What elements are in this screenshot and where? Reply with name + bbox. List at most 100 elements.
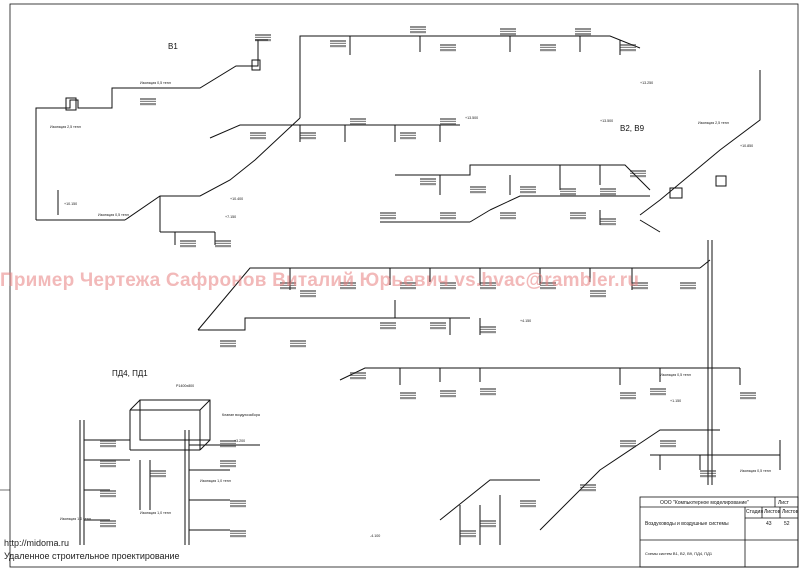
insulation-note: Изоляция 1,0 тепл: [140, 511, 171, 515]
dimension-mark: [150, 470, 166, 478]
elevation-mark: +7.150: [225, 215, 237, 219]
dimension-mark: [600, 188, 616, 196]
dimension-mark: [600, 218, 616, 226]
dimension-mark: [350, 372, 366, 380]
watermark: Пример Чертежа Сафронов Виталий Юрьевич …: [0, 270, 640, 291]
insulation-note: Изоляция 0,5 тепл: [660, 373, 691, 377]
dimension-mark: [230, 530, 246, 538]
dimension-mark: [632, 282, 648, 290]
insulation-note: Изоляция 1,0 тепл: [60, 517, 91, 521]
dimension-mark: [700, 470, 716, 478]
sheets-total-label: Листов: [782, 509, 799, 515]
system-pd-label: ПД4, ПД1: [112, 369, 148, 378]
dimension-mark: [215, 240, 231, 248]
dimension-mark: [255, 34, 271, 42]
dimension-mark: [280, 282, 296, 290]
insulation-note: Изоляция 2,5 тепл: [50, 125, 81, 129]
dimension-mark: [100, 460, 116, 468]
stage-label: Стадия: [746, 509, 764, 515]
dimension-mark: [380, 212, 396, 220]
elevation-mark: -4.100: [370, 534, 381, 538]
dimension-mark: [440, 118, 456, 126]
sheet-label: Лист: [778, 500, 789, 506]
dimension-mark: [650, 388, 666, 396]
dimension-mark: [570, 212, 586, 220]
dimension-mark: [100, 440, 116, 448]
elevation-mark: +13.500: [600, 119, 614, 123]
site-url[interactable]: http://midoma.ru: [4, 538, 70, 548]
dimension-mark: [440, 390, 456, 398]
elevation-mark: +13.500: [465, 116, 479, 120]
dimension-mark: [520, 500, 536, 508]
dimension-mark: [590, 290, 606, 298]
dimension-mark: [520, 186, 536, 194]
dimension-mark: [380, 322, 396, 330]
air-intake-note: Клапан воздухозабора: [222, 413, 260, 417]
dimension-mark: [180, 240, 196, 248]
dimension-mark: [440, 282, 456, 290]
elevation-mark: +4.150: [520, 319, 532, 323]
elevation-mark: +10.850: [740, 144, 754, 148]
dimension-mark: [560, 188, 576, 196]
dimension-mark: [540, 44, 556, 52]
dimension-mark: [400, 282, 416, 290]
site-caption: Удаленное строительное проектирование: [4, 551, 180, 561]
dimension-mark: [740, 392, 756, 400]
dimension-mark: [410, 26, 426, 34]
grille-size-note: P1400х800: [176, 384, 195, 388]
dimension-mark: [480, 388, 496, 396]
elevation-mark: +10.400: [230, 197, 244, 201]
insulation-note: Изоляция 2,5 тепл: [698, 121, 729, 125]
dimension-mark: [660, 440, 676, 448]
system-b2b9-label: В2, В9: [620, 124, 645, 133]
system-b1-label: В1: [168, 42, 178, 51]
dimension-mark: [580, 484, 596, 492]
dimension-mark: [300, 290, 316, 298]
dimension-mark: [100, 520, 116, 528]
dimension-mark: [220, 340, 236, 348]
dimension-mark: [230, 500, 246, 508]
dimension-mark: [540, 282, 556, 290]
dimension-mark: [620, 44, 636, 52]
sheets-label: Листов: [764, 509, 781, 515]
dimension-mark: [620, 392, 636, 400]
dimension-mark: [575, 28, 591, 36]
dimension-mark: [630, 170, 646, 178]
insulation-note: Изоляция 1,0 тепл: [200, 479, 231, 483]
dimension-mark: [500, 212, 516, 220]
dimension-mark: [620, 440, 636, 448]
dimension-mark: [140, 98, 156, 106]
insulation-note: Изоляция 0,5 тепл: [98, 213, 129, 217]
dimension-mark: [100, 490, 116, 498]
sheet-number: 43: [766, 521, 772, 527]
dimension-mark: [480, 282, 496, 290]
dimension-mark: [400, 392, 416, 400]
dimension-mark: [400, 132, 416, 140]
sheets-total: 52: [784, 521, 790, 527]
dimension-mark: [330, 40, 346, 48]
dimension-mark: [220, 460, 236, 468]
dimension-mark: [680, 282, 696, 290]
elevation-mark: +3.200: [234, 439, 246, 443]
sheet-frame: [9, 3, 799, 568]
dimension-mark: [350, 118, 366, 126]
insulation-note: Изоляция 0,5 тепл: [140, 81, 171, 85]
dimension-mark: [460, 530, 476, 538]
company-name: ООО "Компьютерное моделирование": [660, 500, 749, 506]
dimension-mark: [480, 326, 496, 334]
elevation-mark: +1.150: [670, 399, 682, 403]
dimension-mark: [340, 282, 356, 290]
dimension-mark: [430, 322, 446, 330]
dimension-mark: [300, 132, 316, 140]
dimension-mark: [250, 132, 266, 140]
dimension-mark: [470, 186, 486, 194]
dimension-mark: [290, 340, 306, 348]
elevation-mark: +13.250: [640, 81, 654, 85]
dimension-mark: [480, 520, 496, 528]
dimension-mark: [440, 44, 456, 52]
dimension-mark: [500, 28, 516, 36]
elevation-mark: +10.150: [64, 202, 78, 206]
insulation-note: Изоляция 0,5 тепл: [740, 469, 771, 473]
